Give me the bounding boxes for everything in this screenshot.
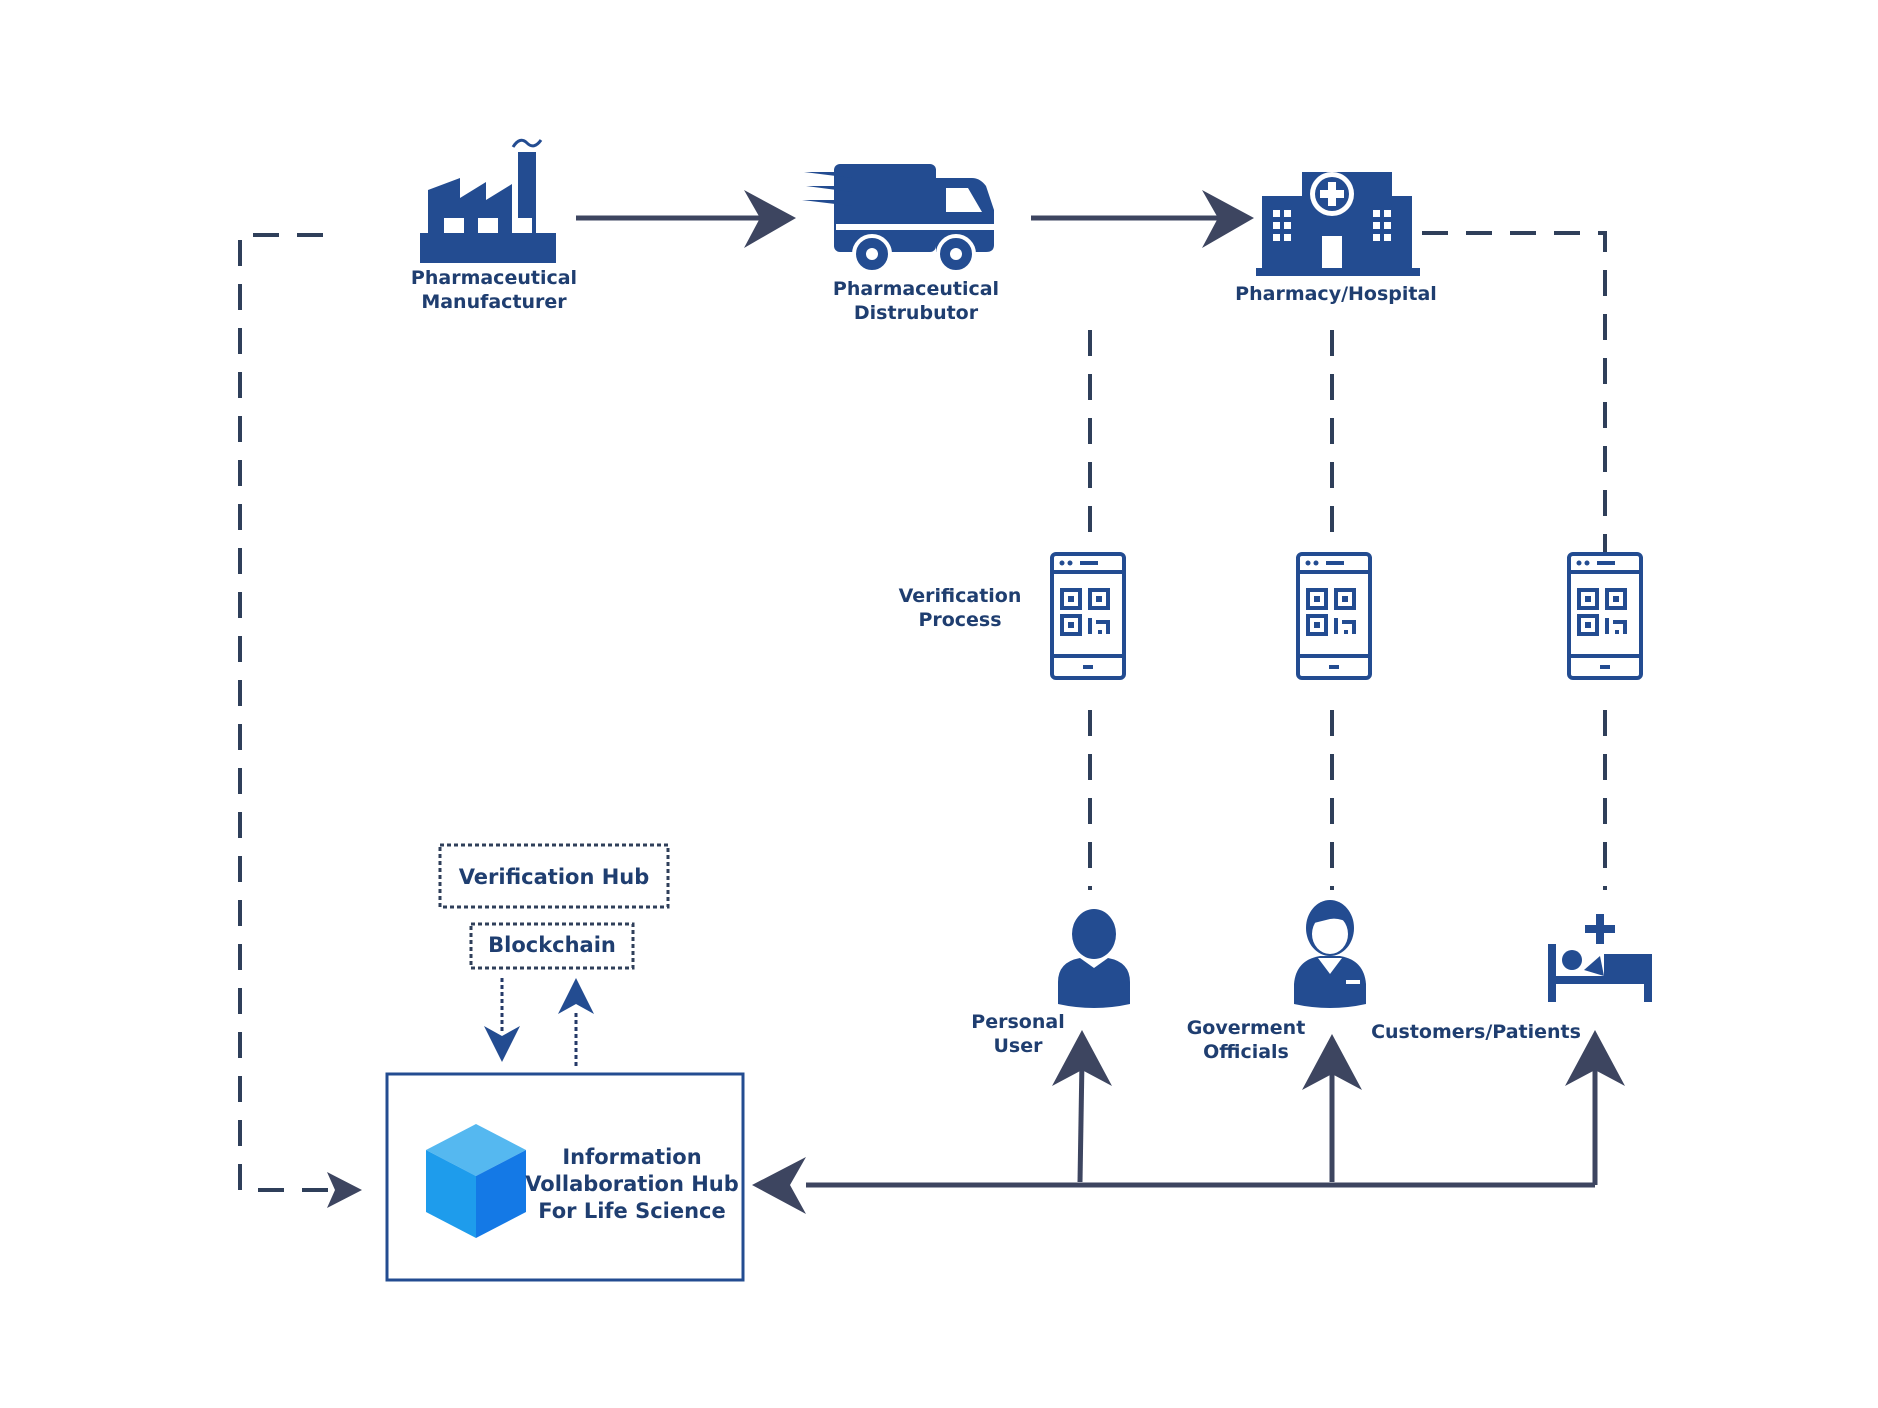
arrow-bus-to-personal [1077, 1059, 1085, 1183]
info-hub-label-line1: Information [562, 1145, 701, 1169]
verification-hub-box [438, 843, 670, 909]
person-icon [1058, 909, 1130, 1008]
verification-process-label-line1: Verification [899, 585, 1022, 607]
arrowhead-blockchain-down [484, 1026, 520, 1062]
arrowhead-hub-up [558, 978, 594, 1014]
arrowhead-government [1302, 1034, 1362, 1090]
officer-icon [1294, 900, 1366, 1008]
pharmacy-label: Pharmacy/Hospital [1235, 283, 1437, 305]
arrowhead-info-hub [752, 1157, 806, 1214]
personal-user-label-line2: User [994, 1035, 1044, 1057]
arrowhead-pharmacy [1202, 190, 1254, 248]
manufacturer-label-line1: Pharmaceutical [411, 267, 577, 289]
info-hub-label-line3: For Life Science [538, 1199, 726, 1223]
hospital-icon [1256, 172, 1420, 276]
qr-phone-icon-personal [1050, 552, 1126, 680]
dashed-connector-manufacturer-to-hub [238, 233, 335, 1192]
personal-user-label-line1: Personal [971, 1011, 1064, 1033]
arrowhead-personal-user [1052, 1030, 1112, 1086]
qr-phone-icon-government [1296, 552, 1372, 680]
government-label-line1: Goverment [1187, 1017, 1306, 1039]
dashed-connector-pharmacy-to-customers [1422, 231, 1607, 555]
cube-icon [426, 1124, 526, 1238]
verification-hub-label: Verification Hub [459, 865, 650, 889]
qr-phone-icon-customers [1567, 552, 1643, 680]
info-hub-label-line2: Vollaboration Hub [525, 1172, 739, 1196]
arrowhead-distributor [744, 190, 796, 248]
blockchain-box [469, 922, 635, 970]
factory-icon [420, 138, 556, 263]
arrowhead-customers [1565, 1030, 1625, 1086]
manufacturer-label-line2: Manufacturer [421, 291, 567, 313]
distributor-label-line1: Pharmaceutical [833, 278, 999, 300]
distributor-label-line2: Distrubutor [854, 302, 979, 324]
blockchain-label: Blockchain [488, 933, 616, 957]
customers-label: Customers/Patients [1371, 1021, 1581, 1043]
verification-process-label-line2: Process [918, 609, 1001, 631]
delivery-van-icon [802, 164, 996, 274]
government-label-line2: Officials [1203, 1041, 1289, 1063]
dashed-arrowhead-hub [327, 1172, 362, 1208]
patient-bed-icon [1548, 914, 1652, 1002]
